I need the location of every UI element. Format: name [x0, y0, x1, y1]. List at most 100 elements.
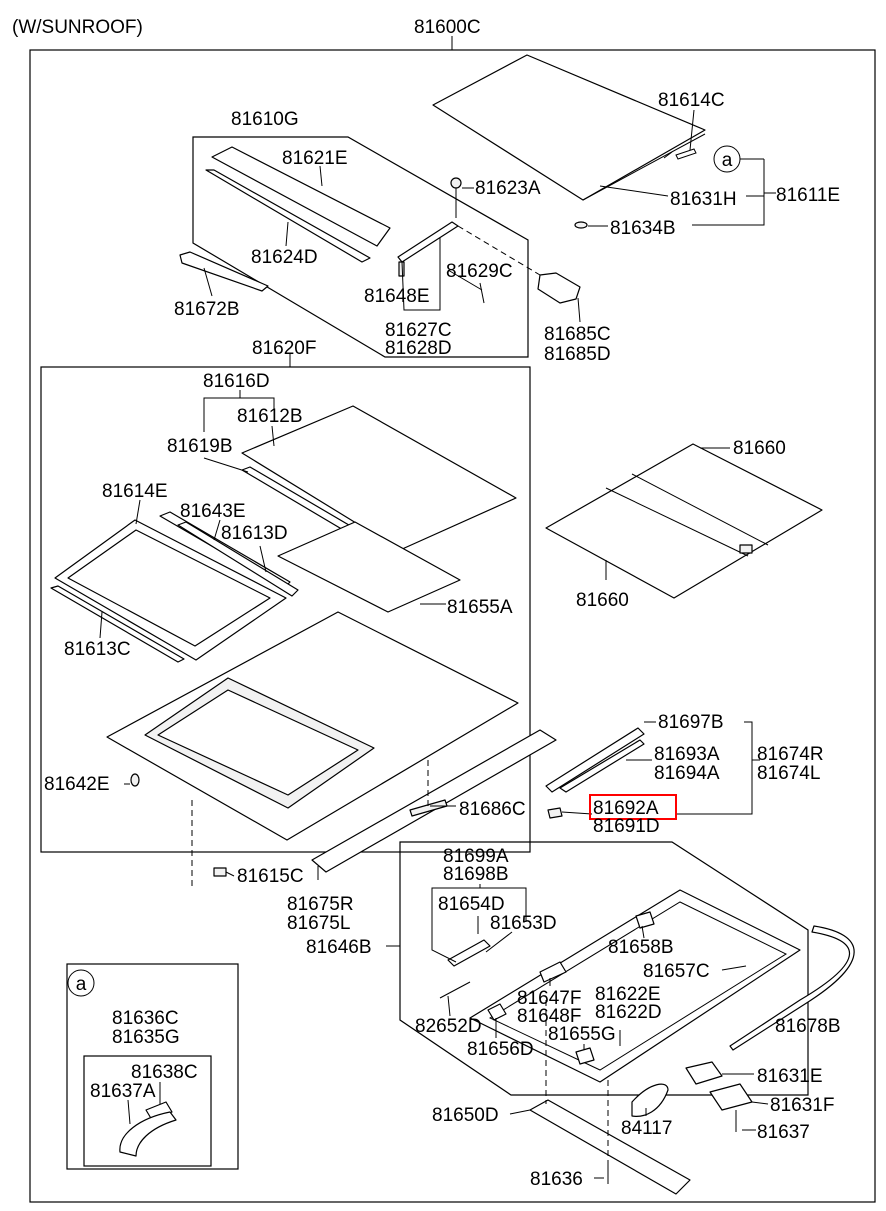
label-81674R: 81674R: [757, 744, 824, 765]
label-81614E: 81614E: [102, 481, 168, 502]
label-81623A: 81623A: [475, 178, 541, 199]
lead-81611E: [692, 159, 765, 226]
label-81656D: 81656D: [467, 1039, 534, 1060]
lead-81658B: [641, 925, 645, 939]
label-81650D: 81650D: [432, 1105, 499, 1126]
roof-panel: [432, 54, 706, 201]
lead-81612B: [271, 425, 275, 447]
lead-81613C: [99, 611, 103, 639]
label-81675R: 81675R: [287, 894, 354, 915]
arm-81627C: [397, 221, 459, 263]
frame-callout-a: [66, 963, 239, 1170]
lead-81614E: [135, 499, 141, 525]
deflector-81621E: [211, 146, 391, 247]
label-81624D: 81624D: [251, 247, 318, 268]
label-81698B: 81698B: [443, 864, 509, 885]
drain-hose-81678B: [729, 925, 855, 1051]
label-81619B: 81619B: [167, 436, 233, 457]
label-81615C: 81615C: [237, 866, 304, 887]
label-81646B: 81646B: [306, 937, 372, 958]
lead-81637A: [127, 1099, 131, 1125]
callout-a-inset-label: a: [76, 974, 87, 995]
callout-a-label: a: [722, 150, 733, 171]
frame-81646B: [399, 841, 809, 1096]
label-81655A: 81655A: [447, 597, 513, 618]
lead-81616D-r: [240, 397, 275, 410]
label-81693A: 81693A: [654, 744, 720, 765]
lead-81624D: [285, 221, 289, 247]
mechanism-frame-inner: [488, 901, 788, 1071]
weatherstrip-81624D: [205, 169, 371, 263]
cable-82652D: [439, 981, 471, 999]
label-81611E: 81611E: [776, 185, 840, 206]
frame-opening-inner: [157, 689, 359, 796]
label-81631H: 81631H: [670, 189, 737, 210]
label-81660-top: 81660: [733, 438, 786, 459]
label-84117: 84117: [621, 1118, 672, 1139]
label-81678B: 81678B: [775, 1016, 841, 1037]
label-81636C: 81636C: [112, 1008, 179, 1029]
label-81614C: 81614C: [658, 90, 725, 111]
label-81660-bottom: 81660: [576, 590, 629, 611]
lead-82652D: [447, 995, 451, 1017]
seal-inner-81614E: [67, 529, 271, 647]
label-81648E: 81648E: [364, 286, 430, 307]
label-81685C: 81685C: [544, 324, 611, 345]
label-81647F: 81647F: [517, 988, 581, 1009]
pin-81629C: [479, 282, 485, 304]
label-81613C: 81613C: [64, 639, 131, 660]
label-81638C: 81638C: [131, 1062, 198, 1083]
label-81621E: 81621E: [282, 148, 348, 169]
roof-panel-edge: [582, 133, 706, 201]
lead-81685C: [577, 297, 581, 323]
guide-81647F: [539, 961, 567, 983]
motor-81685C: [537, 272, 581, 304]
label-81628D: 81628D: [385, 338, 452, 359]
variant-label: (W/SUNROOF): [12, 17, 143, 38]
lead-81674R: [676, 721, 753, 815]
label-81648F: 81648F: [517, 1006, 581, 1027]
link-81655G: [575, 1047, 595, 1065]
rail-81697B: [545, 727, 645, 793]
label-81685D: 81685D: [544, 344, 611, 365]
sunshade-fold-2: [631, 473, 769, 546]
label-81634B: 81634B: [610, 218, 676, 239]
motor-81631E: [685, 1061, 723, 1085]
motor-81631F: [709, 1083, 753, 1111]
lead-81613D: [259, 545, 267, 573]
label-81622E: 81622E: [595, 984, 661, 1005]
screw-81642E: [130, 773, 140, 787]
lead-81653D: [485, 931, 513, 953]
crossbar-81650D: [529, 1099, 691, 1195]
lead-81631H: [599, 185, 669, 197]
glass-81612B: [241, 405, 517, 551]
glass-rear-81655A: [277, 521, 461, 613]
label-81636: 81636: [530, 1169, 583, 1190]
frame-81610G: [192, 136, 529, 358]
sunshade-handle: [739, 544, 753, 554]
lead-81627C: [401, 238, 441, 311]
rail-81693A: [559, 739, 645, 793]
label-81613D: 81613D: [221, 523, 288, 544]
label-81600C: 81600C: [414, 17, 481, 38]
callout-circle-a-inset: [67, 969, 95, 997]
clip-81637A: [119, 1111, 177, 1157]
bracket-81672B: [179, 251, 269, 292]
pad-84117: [631, 1083, 669, 1117]
label-81612B: 81612B: [237, 406, 303, 427]
label-81637A: 81637A: [90, 1081, 156, 1102]
bracket-81658B: [635, 911, 655, 929]
label-81635G: 81635G: [112, 1027, 180, 1048]
lead-81616D: [203, 390, 241, 432]
lead-81615C: [225, 871, 235, 877]
label-81643E: 81643E: [180, 501, 246, 522]
clip-81638C: [145, 1101, 173, 1121]
frame-81636C: [83, 1055, 212, 1167]
label-81672B: 81672B: [174, 299, 240, 320]
label-82652D: 82652D: [415, 1016, 482, 1037]
slider-81654D: [447, 939, 491, 967]
shoe-81656D: [487, 1003, 507, 1021]
label-81620F: 81620F: [252, 338, 316, 359]
label-81631E: 81631E: [757, 1066, 823, 1087]
